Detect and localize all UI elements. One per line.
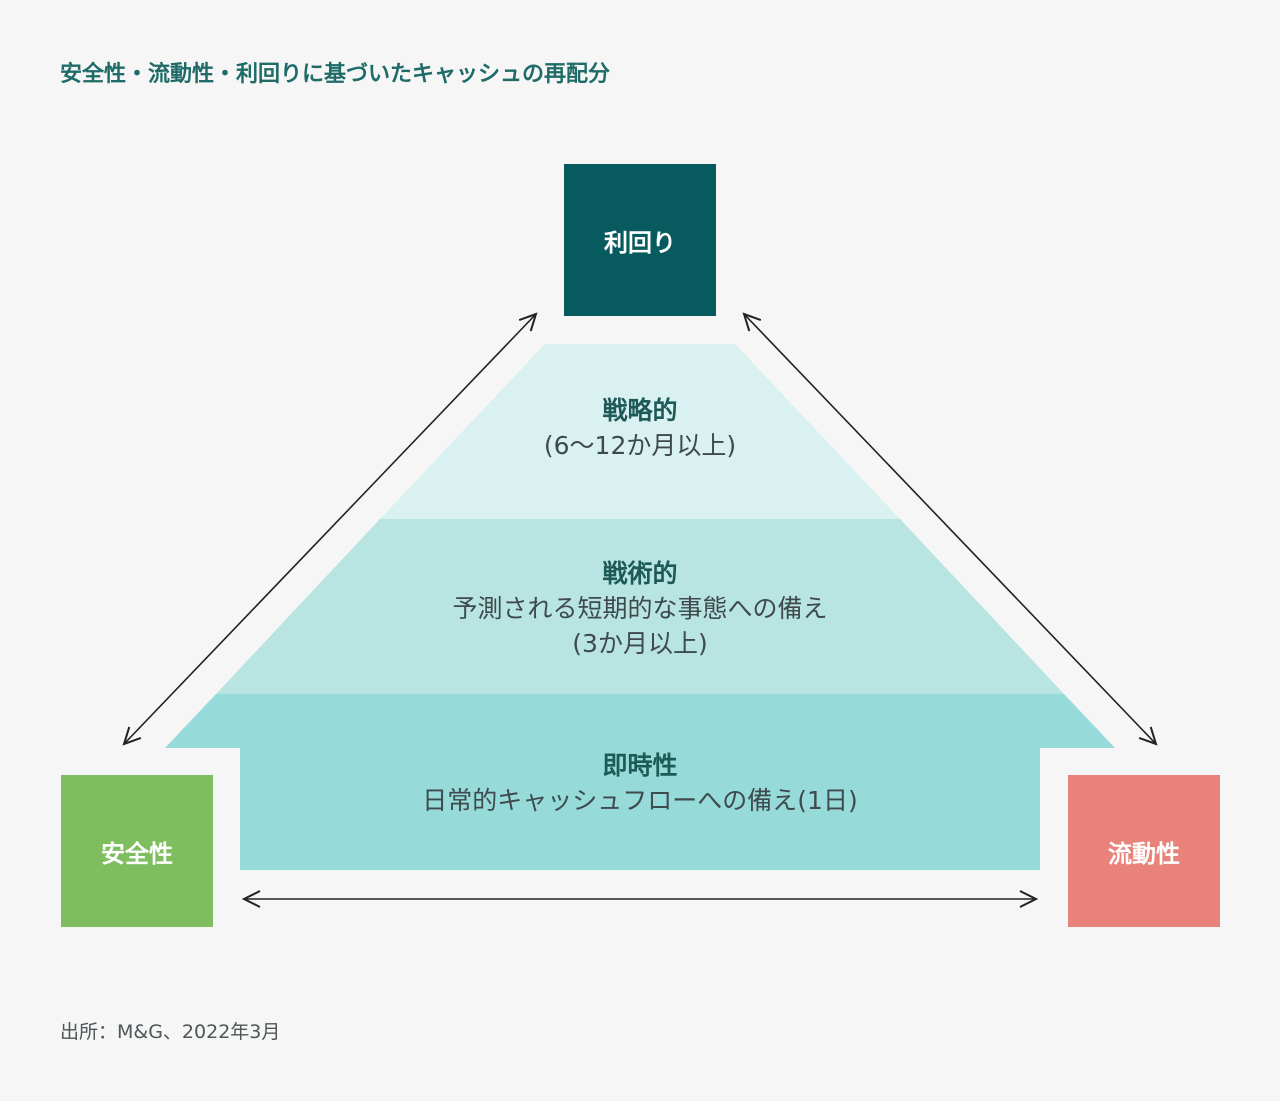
tier-tactical-line-2: (3か月以上) [572,629,708,658]
tier-immediate-line-1: 日常的キャッシュフローへの備え(1日) [422,786,858,815]
tier-strategic-name: 戦略的 [602,396,678,425]
liquidity-box: 流動性 [1068,775,1220,927]
source-note: 出所：M&G、2022年3月 [60,1021,281,1043]
arrow-yield-liquidity [744,314,1156,744]
tier-immediate-text: 即時性 日常的キャッシュフローへの備え(1日) [240,748,1040,818]
page-title: 安全性・流動性・利回りに基づいたキャッシュの再配分 [60,62,611,87]
safety-box: 安全性 [61,775,213,927]
yield-label: 利回り [604,228,676,257]
yield-box: 利回り [564,164,716,316]
tier-strategic-text: 戦略的 (6〜12か月以上) [240,393,1040,463]
tier-immediate-name: 即時性 [602,751,678,780]
arrow-safety-yield [124,314,536,744]
tier-tactical-name: 戦術的 [602,559,678,588]
safety-label: 安全性 [101,839,173,868]
tier-tactical-text: 戦術的 予測される短期的な事態への備え (3か月以上) [240,556,1040,661]
tier-strategic-line-1: (6〜12か月以上) [543,431,737,460]
tier-tactical-line-1: 予測される短期的な事態への備え [452,594,828,623]
liquidity-label: 流動性 [1108,839,1180,868]
